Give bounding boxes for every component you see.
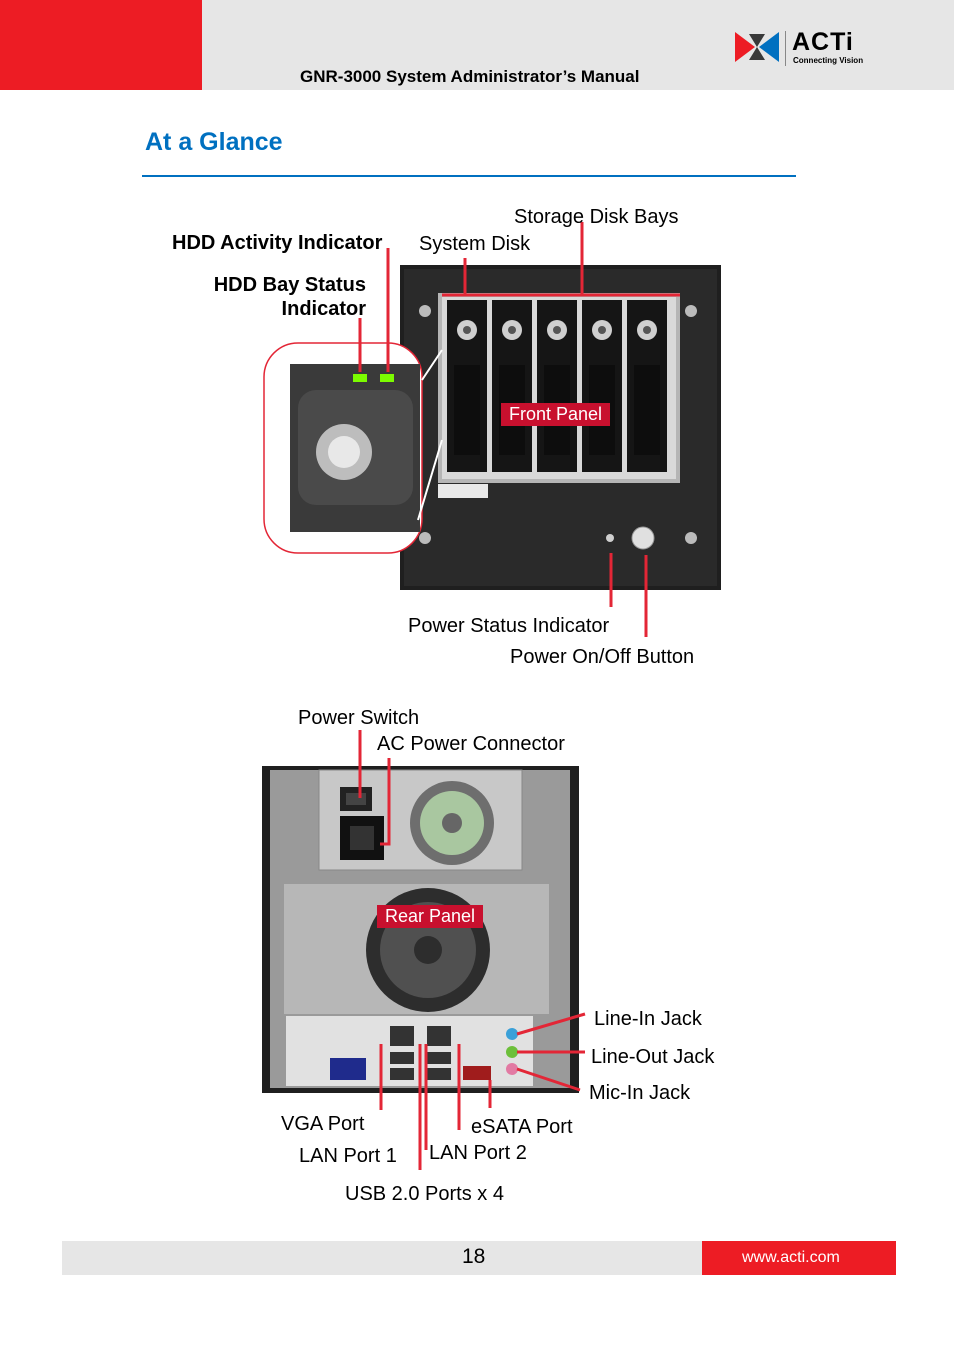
esata-port-icon bbox=[463, 1066, 491, 1080]
system-disk-label: System Disk bbox=[419, 233, 531, 255]
header-red-block bbox=[0, 0, 202, 90]
storage-disk-bays-label: Storage Disk Bays bbox=[514, 206, 679, 228]
drive-trays bbox=[447, 300, 667, 472]
logo-text: ACTi bbox=[792, 28, 854, 56]
hdd-bay-status-indicator-label: HDD Bay Status Indicator bbox=[213, 274, 366, 320]
usb-ports-label: USB 2.0 Ports x 4 bbox=[345, 1183, 504, 1205]
front-panel-tag: Front Panel bbox=[501, 403, 611, 426]
header-gray-block bbox=[202, 0, 954, 90]
ac-power-connector-label: AC Power Connector bbox=[377, 733, 565, 755]
lan-port-1-label: LAN Port 1 bbox=[299, 1145, 397, 1167]
power-button-icon bbox=[631, 526, 655, 550]
section-rule bbox=[142, 175, 796, 177]
website-link[interactable]: www.acti.com bbox=[742, 1249, 840, 1266]
line-out-jack-label: Line-Out Jack bbox=[591, 1046, 715, 1068]
line-out-jack-icon bbox=[506, 1046, 518, 1058]
power-button-label: Power On/Off Button bbox=[510, 646, 695, 668]
hdd-activity-indicator-label: HDD Activity Indicator bbox=[172, 232, 383, 254]
line-in-jack-icon bbox=[506, 1028, 518, 1040]
acti-logo-icon bbox=[735, 32, 779, 62]
manual-title: GNR-3000 System Administrator’s Manual bbox=[300, 67, 640, 86]
power-switch-label: Power Switch bbox=[298, 707, 420, 729]
mic-in-jack-label: Mic-In Jack bbox=[589, 1082, 691, 1104]
logo-tagline: Connecting Vision bbox=[793, 56, 864, 65]
vga-port-label: VGA Port bbox=[281, 1113, 365, 1135]
esata-port-label: eSATA Port bbox=[471, 1116, 573, 1138]
section-title: At a Glance bbox=[145, 128, 283, 156]
vga-port-icon bbox=[330, 1058, 366, 1080]
lan-port-2-label: LAN Port 2 bbox=[429, 1142, 527, 1164]
mic-in-jack-icon bbox=[506, 1063, 518, 1075]
power-status-led-icon bbox=[606, 534, 614, 542]
footer-red-bar bbox=[702, 1241, 896, 1275]
power-status-indicator-label: Power Status Indicator bbox=[408, 615, 610, 637]
hdd-activity-led-icon bbox=[353, 374, 367, 382]
line-in-jack-label: Line-In Jack bbox=[594, 1008, 702, 1030]
front-panel-figure bbox=[263, 222, 721, 637]
footer-gray-bar bbox=[62, 1241, 702, 1275]
rear-panel-tag: Rear Panel bbox=[377, 905, 484, 928]
hdd-bay-status-led-icon bbox=[380, 374, 394, 382]
logo-separator bbox=[785, 31, 786, 66]
page-number: 18 bbox=[462, 1245, 486, 1268]
rear-panel-figure bbox=[262, 730, 586, 1170]
